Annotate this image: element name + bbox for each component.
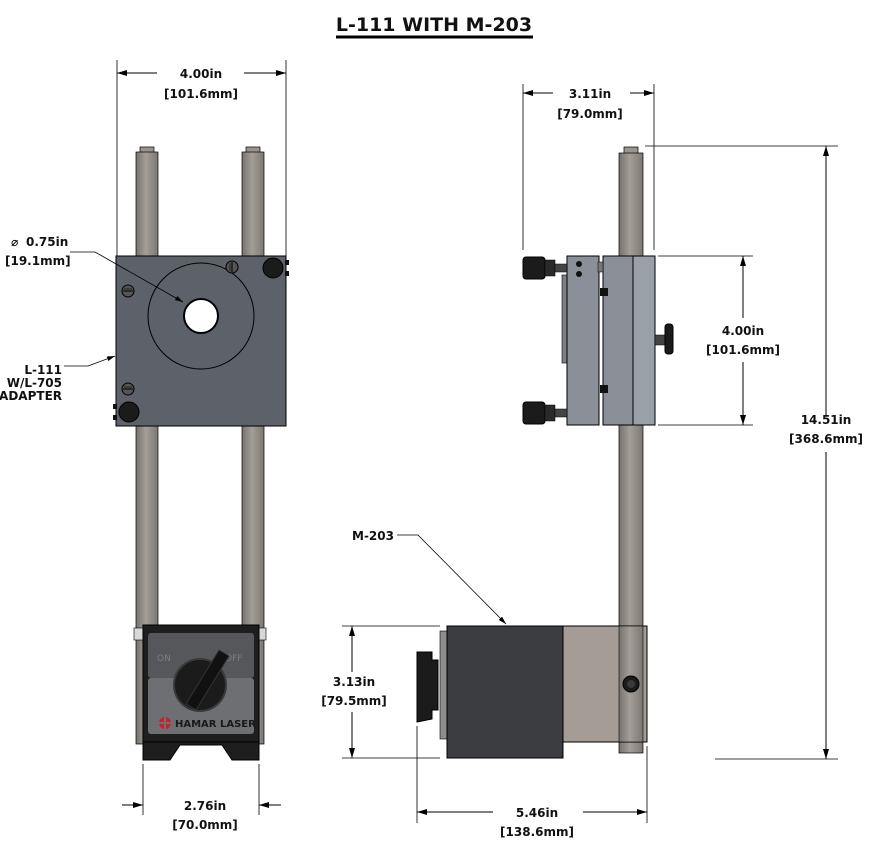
side-view: M-203 3.11in [79.0mm] 4.00in [101.6mm] bbox=[321, 84, 863, 839]
dim-mm: [101.6mm] bbox=[706, 343, 780, 357]
screw-icon bbox=[576, 261, 582, 267]
clamp-knob-icon[interactable] bbox=[654, 323, 674, 355]
dim-inch: 14.51in bbox=[801, 413, 852, 427]
dim-side-overall-height: 14.51in [368.6mm] bbox=[645, 145, 863, 760]
dim-side-depth: 3.11in [79.0mm] bbox=[522, 84, 655, 250]
adjustment-knob-icon bbox=[113, 401, 140, 423]
target-bore bbox=[183, 298, 219, 334]
switch-lever-icon[interactable] bbox=[185, 649, 230, 711]
dim-mm: [101.6mm] bbox=[164, 87, 238, 101]
dim-side-base-length: 5.46in [138.6mm] bbox=[416, 726, 648, 839]
adjustment-knob-icon bbox=[262, 257, 289, 279]
screw-icon bbox=[121, 382, 135, 396]
dim-mm: [79.5mm] bbox=[321, 694, 387, 708]
switch-knob-side-icon bbox=[416, 651, 439, 723]
callout-target-label: L-111 W/L-705 ADAPTER bbox=[0, 355, 116, 403]
drawing-title: L-111 WITH M-203 bbox=[336, 14, 532, 36]
dim-inch: 3.13in bbox=[333, 675, 375, 689]
dim-front-top-width: 4.00in [101.6mm] bbox=[116, 60, 287, 256]
callout-inch: 0.75in bbox=[26, 235, 68, 249]
label-line-3: ADAPTER bbox=[0, 389, 62, 403]
dim-mm: [79.0mm] bbox=[557, 107, 623, 121]
dim-mm: [368.6mm] bbox=[789, 432, 863, 446]
callout-mm: [19.1mm] bbox=[5, 254, 71, 268]
m203-base-side bbox=[416, 625, 648, 759]
front-view: ON OFF HAMAR LASER 4.00in [101.6mm] ⌀ 0.… bbox=[0, 60, 289, 832]
dim-inch: 4.00in bbox=[180, 67, 222, 81]
callout-bore-diameter: ⌀ 0.75in [19.1mm] bbox=[5, 235, 184, 303]
dim-front-base-width: 2.76in [70.0mm] bbox=[122, 764, 281, 832]
label-line-2: W/L-705 bbox=[7, 376, 62, 390]
dim-mm: [70.0mm] bbox=[172, 818, 238, 832]
target-ring bbox=[147, 262, 255, 370]
switch-off-label: OFF bbox=[225, 654, 242, 664]
dim-side-base-height: 3.13in [79.5mm] bbox=[321, 625, 440, 759]
callout-m203: M-203 bbox=[352, 529, 507, 625]
brand-label: HAMAR LASER bbox=[175, 719, 256, 730]
hamar-logo-icon bbox=[158, 716, 172, 730]
dim-inch: 3.11in bbox=[569, 87, 611, 101]
screw-icon bbox=[225, 260, 239, 274]
l111-target bbox=[113, 255, 289, 427]
dim-inch: 4.00in bbox=[722, 324, 764, 338]
screw-icon bbox=[121, 284, 135, 298]
adjustment-knob-icon bbox=[522, 256, 568, 280]
l111-target-side bbox=[522, 255, 674, 426]
magnetic-base: ON OFF HAMAR LASER bbox=[133, 624, 267, 761]
screw-icon bbox=[576, 271, 582, 277]
dim-side-target-height: 4.00in [101.6mm] bbox=[658, 255, 780, 426]
switch-on-label: ON bbox=[157, 654, 171, 664]
dim-inch: 2.76in bbox=[184, 799, 226, 813]
dim-inch: 5.46in bbox=[516, 806, 558, 820]
diameter-symbol-icon: ⌀ bbox=[11, 235, 18, 249]
m203-label: M-203 bbox=[352, 529, 394, 543]
adjustment-knob-icon bbox=[522, 401, 568, 425]
label-line-1: L-111 bbox=[24, 363, 62, 377]
dim-mm: [138.6mm] bbox=[500, 825, 574, 839]
